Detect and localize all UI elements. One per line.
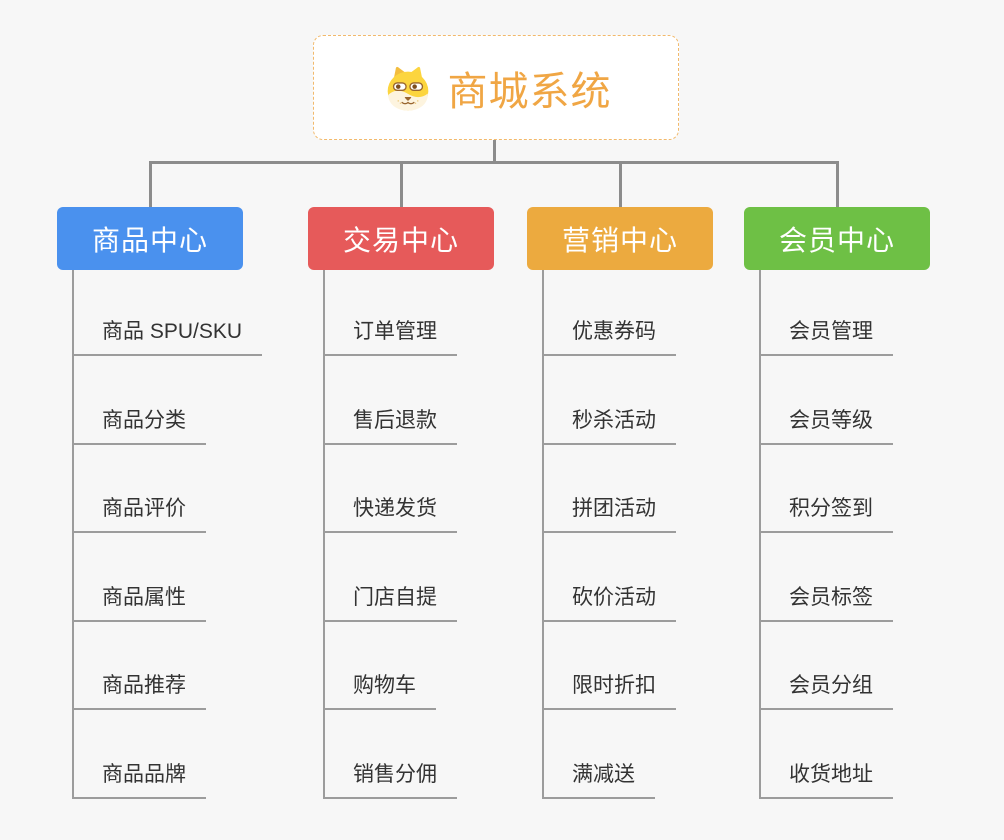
- child-node[interactable]: 快递发货: [323, 492, 457, 534]
- connector-branch-drop: [399, 161, 403, 207]
- child-node[interactable]: 会员管理: [759, 315, 893, 356]
- child-node[interactable]: 砍价活动: [542, 581, 676, 622]
- child-node[interactable]: 会员分组: [759, 669, 893, 711]
- connector-bus: [150, 161, 837, 164]
- child-node[interactable]: 秒杀活动: [542, 404, 676, 445]
- child-node[interactable]: 会员等级: [759, 404, 893, 445]
- child-node[interactable]: 拼团活动: [542, 492, 676, 534]
- root-title: 商城系统: [447, 69, 612, 114]
- connector-root-stem: [493, 140, 496, 164]
- branch-spine: [542, 270, 544, 799]
- connector-branch-drop: [148, 161, 152, 207]
- branch-spine: [759, 270, 761, 799]
- child-node[interactable]: 商品分类: [72, 404, 206, 445]
- branch-spine: [72, 270, 74, 799]
- child-node[interactable]: 售后退款: [323, 404, 457, 445]
- child-node[interactable]: 商品品牌: [72, 758, 206, 799]
- child-node[interactable]: 积分签到: [759, 492, 893, 534]
- branch-node[interactable]: 营销中心: [527, 207, 713, 270]
- child-node[interactable]: 商品 SPU/SKU: [72, 315, 263, 356]
- child-node[interactable]: 满减送: [542, 758, 655, 799]
- branch-spine: [323, 270, 325, 799]
- child-node[interactable]: 销售分佣: [323, 758, 457, 799]
- dog-face-icon: [381, 63, 435, 113]
- child-node[interactable]: 购物车: [323, 669, 436, 711]
- connector-branch-drop: [618, 161, 622, 207]
- child-node[interactable]: 优惠券码: [542, 315, 676, 356]
- child-node[interactable]: 商品推荐: [72, 669, 206, 711]
- child-node[interactable]: 门店自提: [323, 581, 457, 622]
- child-node[interactable]: 商品属性: [72, 581, 206, 622]
- connector-branch-drop: [835, 161, 839, 207]
- child-node[interactable]: 商品评价: [72, 492, 206, 534]
- child-node[interactable]: 限时折扣: [542, 669, 676, 711]
- child-node[interactable]: 会员标签: [759, 581, 893, 622]
- root-node[interactable]: 商城系统: [313, 35, 679, 140]
- child-node[interactable]: 收货地址: [759, 758, 893, 799]
- branch-node[interactable]: 会员中心: [744, 207, 930, 270]
- child-node[interactable]: 订单管理: [323, 315, 457, 356]
- branch-node[interactable]: 交易中心: [308, 207, 494, 270]
- branch-node[interactable]: 商品中心: [57, 207, 243, 270]
